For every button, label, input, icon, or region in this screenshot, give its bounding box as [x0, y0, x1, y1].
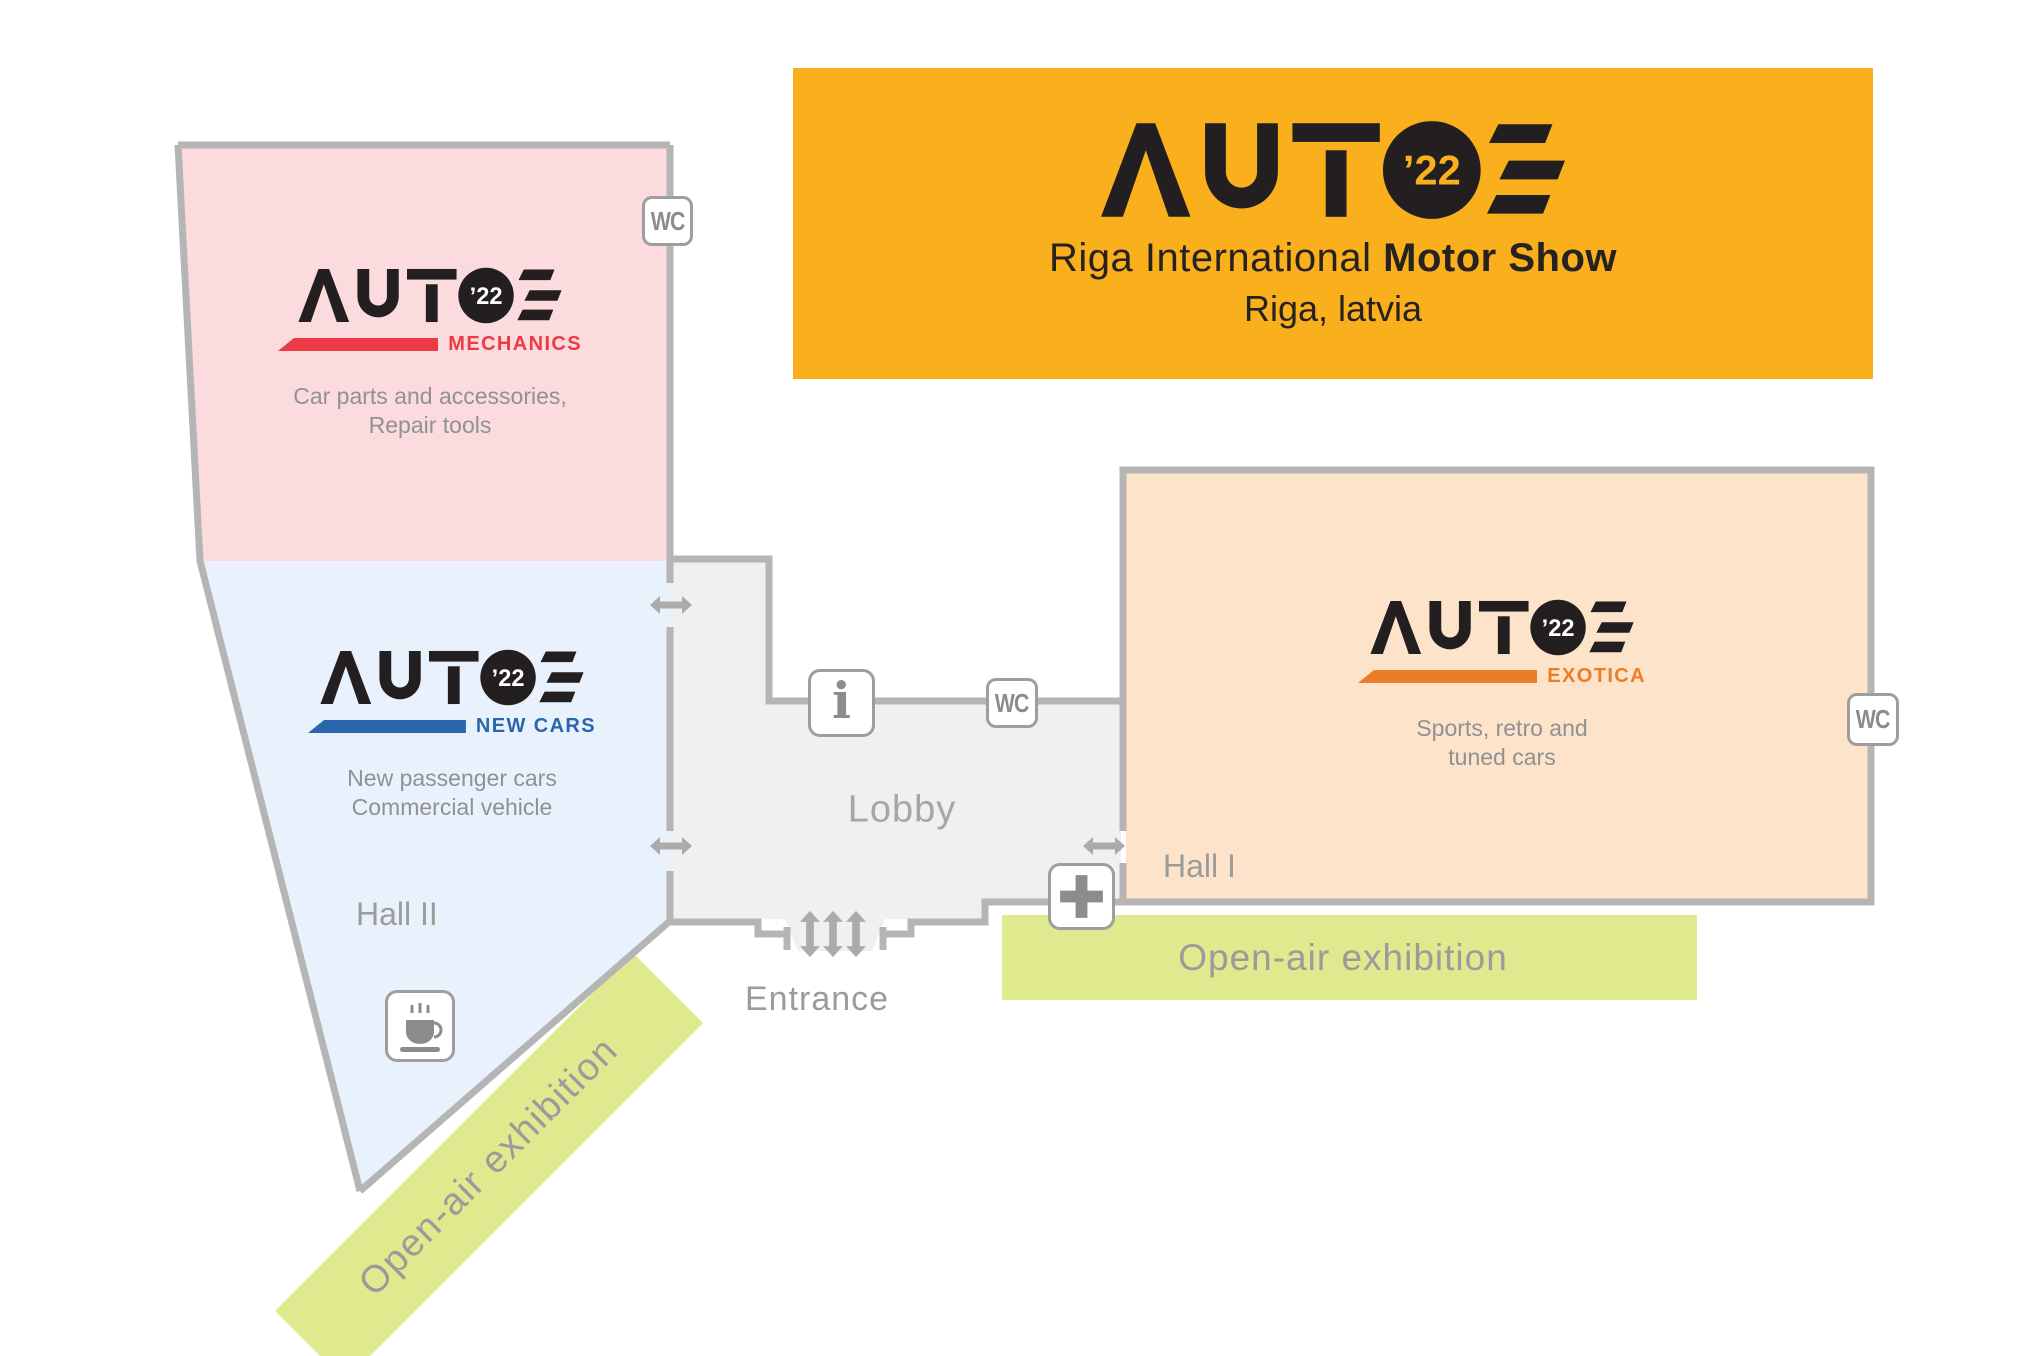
new-cars-name: NEW CARS [475, 715, 596, 737]
logo-e-bar-mid [1596, 622, 1634, 633]
auto-logo: ’22 [1370, 599, 1634, 656]
new-cars-logo-block: ’22 NEW CARS New passenger cars Commerci… [292, 648, 612, 822]
cafe-badge [385, 990, 455, 1062]
mechanics-logo: ’22 [297, 266, 563, 325]
logo-letter-t-bar [406, 268, 457, 280]
logo-year-circle [458, 267, 514, 324]
hall-2-walls [174, 141, 674, 1194]
new-cars-logo: ’22 [319, 648, 585, 707]
banner-title-bold: Motor Show [1383, 236, 1617, 280]
mechanics-desc-line2: Repair tools [368, 412, 492, 438]
logo-e-bar-mid [524, 290, 562, 301]
logo-letter-t-stem [425, 284, 438, 323]
mechanics-logo-block: ’22 MECHANICS Car parts and accessories,… [262, 266, 598, 440]
information-badge: i [808, 669, 875, 737]
logo-year-text: ’22 [470, 283, 503, 309]
logo-letter-u [357, 268, 399, 318]
logo-e-bar-bottom [1589, 641, 1626, 653]
wc-icon: WC [1856, 704, 1891, 734]
exotica-name: EXOTICA [1547, 665, 1646, 687]
logo-e-bar-bottom [1486, 194, 1551, 214]
coffee-cup-icon [400, 1003, 443, 1052]
mechanics-description: Car parts and accessories, Repair tools [293, 382, 567, 440]
banner-logo: ’22 [1098, 118, 1568, 222]
hall-2-label: Hall II [356, 896, 438, 932]
new-cars-underline-row: NEW CARS [292, 715, 612, 738]
open-air-right-label: Open-air exhibition [1178, 937, 1508, 978]
logo-letter-t-bar [1478, 600, 1529, 612]
logo-year-circle [480, 649, 536, 706]
lobby-label: Lobby [847, 788, 957, 831]
open-air-diagonal-band [275, 953, 703, 1356]
exotica-underline [1358, 670, 1538, 683]
event-banner: ’22 Riga International Motor Show Riga, … [793, 68, 1873, 379]
hall-new-cars-area [200, 561, 670, 1188]
logo-e-bar-mid [1499, 160, 1565, 180]
logo-year-text: ’22 [492, 665, 525, 691]
logo-letter-t-bar [1292, 123, 1380, 142]
wc-badge-mechanics: WC [642, 196, 693, 246]
banner-title-regular: Riga International [1048, 236, 1384, 280]
logo-year-circle [1382, 121, 1481, 219]
logo-e-bar-top [1489, 124, 1553, 143]
logo-e-bar-bottom [539, 691, 576, 703]
lobby-area [670, 561, 1121, 919]
new-cars-description: New passenger cars Commercial vehicle [347, 764, 557, 822]
exotica-description: Sports, retro and tuned cars [1416, 714, 1587, 772]
new-cars-desc-line1: New passenger cars [347, 765, 557, 791]
mechanics-underline-row: MECHANICS [262, 333, 598, 356]
first-aid-badge [1048, 863, 1115, 930]
logo-e-bar-top [518, 269, 555, 281]
logo-letter-a [1370, 600, 1422, 655]
logo-letter-u [379, 650, 421, 700]
logo-e-bar-bottom [517, 309, 554, 321]
exotica-logo-block: ’22 EXOTICA Sports, retro and tuned cars [1342, 598, 1662, 772]
auto-logo: ’22 [298, 267, 562, 324]
wc-badge-lobby: WC [986, 678, 1038, 728]
banner-subtitle: Riga, latvia [1243, 288, 1423, 329]
wc-badge-hall1: WC [1847, 693, 1899, 746]
logo-year-text: ’22 [1403, 147, 1461, 194]
logo-letter-a [320, 650, 372, 705]
first-aid-cross-icon [1060, 875, 1103, 918]
exotica-desc-line1: Sports, retro and [1416, 715, 1588, 741]
hall-1-walls [1119, 466, 1875, 906]
lobby-walls [670, 555, 1123, 950]
auto-logo: ’22 [1101, 121, 1565, 219]
logo-year-text: ’22 [1542, 615, 1575, 641]
exotica-underline-row: EXOTICA [1342, 665, 1662, 688]
wc-icon: WC [995, 687, 1030, 718]
auto-logo: ’22 [320, 649, 584, 706]
hall-mechanics-area [178, 148, 670, 561]
logo-e-bar-top [540, 651, 577, 663]
hall-1-label: Hall I [1163, 848, 1236, 884]
info-icon: i [832, 671, 851, 730]
exotica-logo: ’22 [1369, 598, 1635, 657]
new-cars-desc-line2: Commercial vehicle [351, 794, 553, 820]
logo-letter-u [1205, 123, 1278, 209]
entrance-label: Entrance [745, 980, 890, 1018]
mechanics-name: MECHANICS [448, 333, 582, 355]
logo-e-bar-mid [546, 672, 584, 683]
logo-letter-t-stem [1497, 616, 1510, 655]
logo-e-bar-top [1590, 601, 1627, 613]
open-air-right-band [1002, 915, 1697, 1000]
mechanics-underline [278, 338, 439, 351]
logo-letter-t-stem [447, 666, 460, 705]
wc-icon: WC [650, 205, 686, 236]
banner-title: Riga International Motor Show [1049, 236, 1617, 281]
logo-letter-t-stem [1325, 150, 1347, 217]
mechanics-desc-line1: Car parts and accessories, [293, 383, 567, 409]
logo-letter-a [298, 268, 350, 323]
logo-letter-t-bar [428, 650, 479, 662]
exotica-desc-line2: tuned cars [1448, 744, 1556, 770]
new-cars-underline [308, 720, 466, 733]
logo-year-circle [1530, 599, 1586, 656]
logo-letter-a [1101, 123, 1191, 217]
hall-exotica-area [1126, 472, 1868, 899]
logo-letter-u [1429, 600, 1471, 650]
